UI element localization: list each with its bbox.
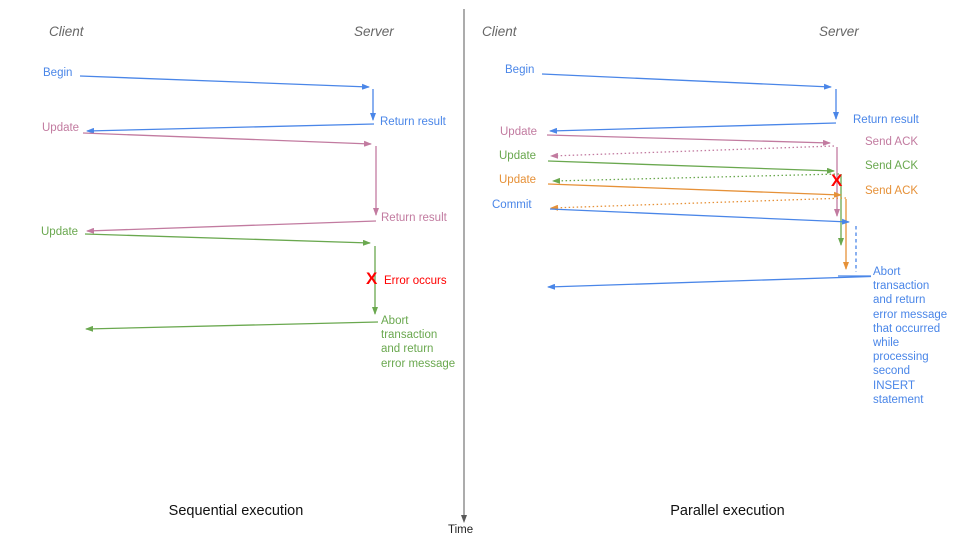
- left-panel-arrows: [79, 75, 379, 332]
- par-begin-request-line: [541, 73, 832, 90]
- par-update2-request-line: [547, 160, 835, 174]
- right-update-2-label: Update: [499, 150, 537, 162]
- left-abort-message: Abort transaction and return error messa…: [381, 315, 456, 370]
- par-ack1-dotted-line: [550, 145, 835, 159]
- left-error-occurs-label: Error occurs: [384, 275, 447, 287]
- seq-update2-request-line: [84, 233, 371, 246]
- right-caption: Parallel execution: [670, 503, 785, 519]
- left-return-result-1-label: Return result: [380, 116, 446, 128]
- left-error-x-icon: X: [366, 269, 378, 288]
- seq-begin-request-line: [79, 75, 370, 90]
- time-axis-label: Time: [448, 524, 474, 536]
- seq-return-result-1-line: [86, 123, 375, 134]
- seq-return-result-2-line: [86, 220, 377, 234]
- right-panel-arrows: [541, 73, 872, 290]
- left-update-2-label: Update: [41, 226, 79, 238]
- par-ack3-dotted-line: [550, 197, 847, 211]
- left-begin-label: Begin: [43, 67, 73, 79]
- right-error-x-icon: X: [831, 171, 843, 190]
- right-abort-message: Abort transaction and return error messa…: [873, 266, 948, 406]
- right-client-header: Client: [482, 24, 517, 39]
- right-update-1-label: Update: [500, 126, 538, 138]
- right-begin-label: Begin: [505, 64, 535, 76]
- par-return-result-line: [549, 122, 837, 134]
- right-send-ack-3-label: Send ACK: [865, 185, 919, 197]
- right-update-3-label: Update: [499, 174, 537, 186]
- par-update3-request-line: [547, 183, 842, 198]
- left-server-header: Server: [354, 24, 394, 39]
- left-return-result-2-label: Return result: [381, 212, 447, 224]
- left-client-header: Client: [49, 24, 84, 39]
- left-update-1-label: Update: [42, 122, 80, 134]
- right-commit-label: Commit: [492, 199, 532, 211]
- par-update1-request-line: [546, 134, 831, 146]
- par-ack2-dotted-line: [552, 173, 840, 184]
- par-commit-request-line: [549, 208, 850, 225]
- seq-update1-request-line: [82, 132, 372, 147]
- right-server-header: Server: [819, 24, 859, 39]
- seq-abort-return-line: [85, 321, 379, 332]
- left-caption: Sequential execution: [168, 503, 304, 519]
- right-return-result-label: Return result: [853, 114, 919, 126]
- right-send-ack-2-label: Send ACK: [865, 160, 919, 172]
- right-send-ack-1-label: Send ACK: [865, 136, 919, 148]
- par-abort-return-line: [547, 275, 872, 290]
